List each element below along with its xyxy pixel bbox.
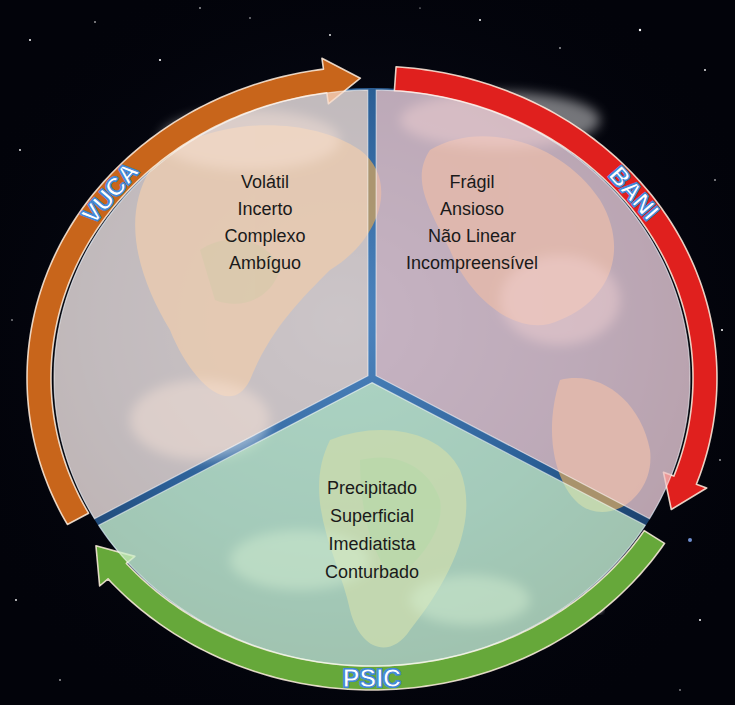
sector-word: Ambíguo	[229, 253, 301, 274]
sector-outline	[99, 383, 646, 666]
sector-word: Conturbado	[325, 562, 419, 583]
sector-word: Ansioso	[440, 199, 504, 220]
sector-word: Frágil	[449, 172, 494, 193]
sector-word: Complexo	[224, 226, 305, 247]
sector-word: Não Linear	[428, 226, 516, 247]
sector-word: Imediatista	[328, 534, 415, 555]
sector-word: Volátil	[241, 172, 289, 193]
sector-word: Incerto	[237, 199, 292, 220]
sector-word: Incompreensível	[406, 253, 538, 274]
sector-heading: PSIC	[343, 664, 401, 693]
sector-word: Precipitado	[327, 478, 417, 499]
sector-word: Superficial	[330, 506, 414, 527]
